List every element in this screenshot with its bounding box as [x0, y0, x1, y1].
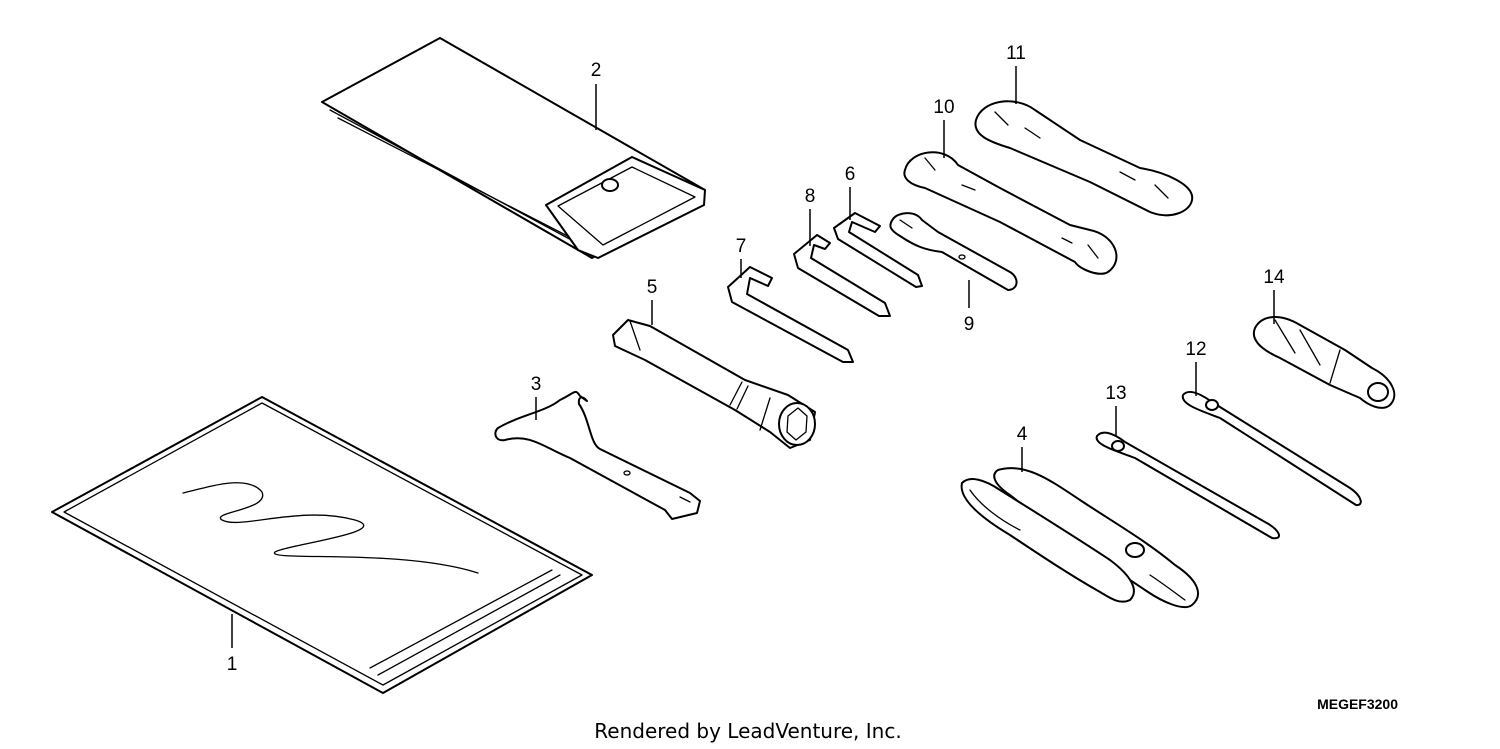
part-code: MEGEF3200 [1317, 696, 1398, 712]
part-5-plug-wrench [612, 319, 816, 449]
callout-2: 2 [591, 60, 602, 81]
callout-12: 12 [1185, 339, 1206, 360]
part-9-small-wrench [889, 212, 1018, 291]
part-8-hex-key [793, 234, 891, 317]
callout-3: 3 [531, 374, 542, 395]
callout-1: 1 [227, 654, 238, 675]
part-10-wrench [903, 151, 1118, 275]
callout-5: 5 [647, 277, 658, 298]
callout-11: 11 [1006, 43, 1026, 64]
part-14-screwdriver-handle [1252, 316, 1396, 409]
part-11-wrench [974, 100, 1194, 217]
callout-6: 6 [845, 164, 856, 185]
callout-13: 13 [1105, 383, 1126, 404]
part-3-pin-spanner [494, 390, 701, 520]
part-1-manual-bag [51, 396, 593, 694]
part-6-hex-key [833, 212, 923, 288]
part-2-tool-bag [321, 37, 706, 259]
part-7-hex-key [727, 266, 854, 363]
callout-4: 4 [1017, 424, 1028, 445]
callout-8: 8 [805, 186, 816, 207]
part-4-pliers [960, 467, 1199, 609]
callout-7: 7 [736, 236, 747, 257]
part-13-flat-bit [1095, 431, 1281, 540]
callout-14: 14 [1263, 267, 1285, 288]
callout-10: 10 [933, 97, 954, 118]
credit-line: Rendered by LeadVenture, Inc. [594, 719, 901, 743]
leader-lines [231, 66, 1275, 648]
part-12-phillips-bit [1181, 390, 1362, 507]
callout-9: 9 [964, 314, 975, 335]
callout-numbers: 1 2 3 4 5 6 7 8 9 10 11 12 13 14 [227, 43, 1285, 675]
